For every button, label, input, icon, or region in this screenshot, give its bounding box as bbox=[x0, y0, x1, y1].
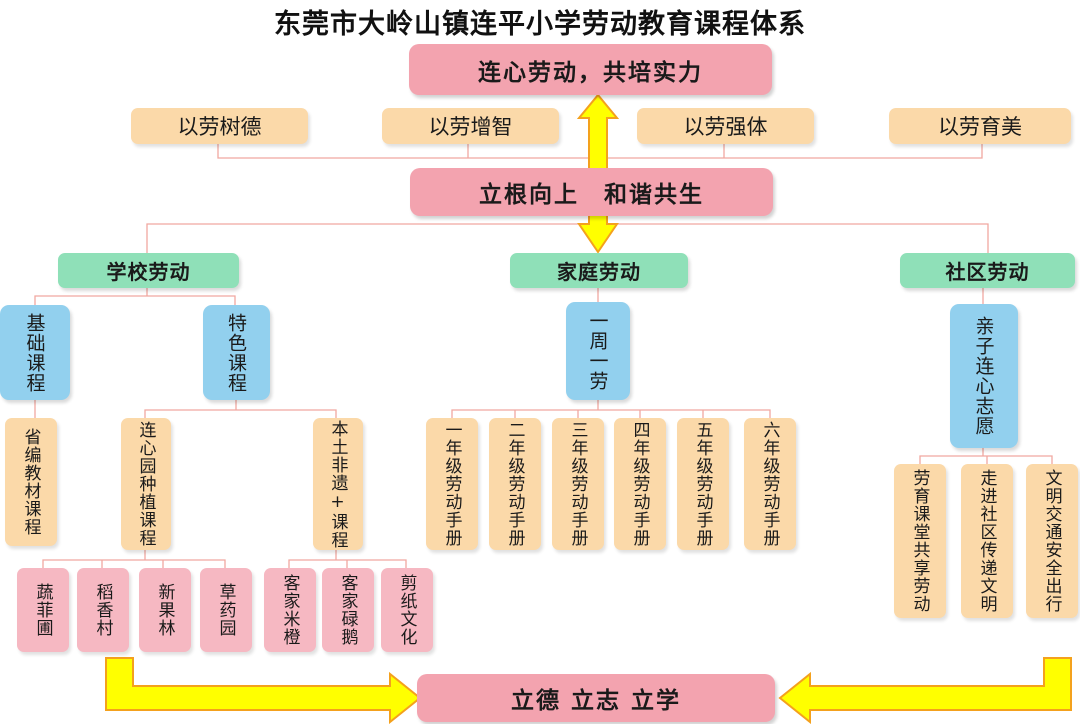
branch-label: 家庭劳动 bbox=[557, 260, 641, 284]
family-program-label: 一周一劳 bbox=[586, 311, 609, 391]
outcome-text: 立德 立志 立学 bbox=[510, 688, 681, 714]
garden-item-label: 蔬菲圃 bbox=[32, 583, 53, 637]
garden-item-2: 稻香村 bbox=[77, 568, 129, 652]
grade-handbook-1: 一年级劳动手册 bbox=[426, 418, 478, 550]
heritage-item-1: 客家米橙 bbox=[264, 568, 316, 652]
value-box-1: 以劳树德 bbox=[131, 108, 308, 144]
value-label: 以劳增智 bbox=[428, 115, 513, 139]
garden-item-label: 草药园 bbox=[215, 583, 236, 637]
garden-item-label: 新果林 bbox=[154, 583, 175, 637]
community-activity-label: 文明交通安全出行 bbox=[1041, 469, 1062, 613]
basic-course-label: 基础课程 bbox=[23, 312, 46, 393]
heritage-course-box: 本土非遗+课程 bbox=[313, 418, 363, 550]
grade-handbook-label: 四年级劳动手册 bbox=[629, 421, 650, 547]
grade-handbook-4: 四年级劳动手册 bbox=[614, 418, 666, 550]
branch-community: 社区劳动 bbox=[900, 253, 1075, 288]
grade-handbook-label: 三年级劳动手册 bbox=[567, 421, 588, 547]
garden-course-box: 连心园种植课程 bbox=[121, 418, 171, 550]
community-activity-1: 劳育课堂共享劳动 bbox=[894, 464, 946, 618]
heritage-item-label: 客家米橙 bbox=[279, 574, 300, 646]
root-text: 立根向上 和谐共生 bbox=[479, 182, 704, 208]
branch-label: 学校劳动 bbox=[106, 260, 191, 284]
garden-item-1: 蔬菲圃 bbox=[17, 568, 69, 652]
heritage-course-label: 本土非遗+课程 bbox=[327, 419, 348, 549]
community-program-label: 亲子连心志愿 bbox=[972, 316, 995, 436]
grade-handbook-2: 二年级劳动手册 bbox=[489, 418, 541, 550]
textbook-course-label: 省编教材课程 bbox=[20, 428, 41, 536]
value-box-3: 以劳强体 bbox=[637, 108, 814, 144]
top-goal-text: 连心劳动，共培实力 bbox=[478, 59, 703, 86]
basic-course-box: 基础课程 bbox=[0, 305, 70, 400]
value-label: 以劳育美 bbox=[938, 115, 1022, 139]
community-activity-label: 劳育课堂共享劳动 bbox=[909, 469, 930, 613]
value-box-4: 以劳育美 bbox=[889, 108, 1071, 144]
community-activity-label: 走进社区传递文明 bbox=[976, 469, 997, 613]
outcome-box: 立德 立志 立学 bbox=[417, 674, 775, 722]
grade-handbook-label: 五年级劳动手册 bbox=[692, 421, 713, 547]
value-label: 以劳强体 bbox=[683, 115, 768, 139]
community-activity-3: 文明交通安全出行 bbox=[1026, 464, 1078, 618]
grade-handbook-label: 六年级劳动手册 bbox=[759, 421, 780, 547]
heritage-item-label: 客家碌鹅 bbox=[337, 574, 358, 646]
textbook-course-box: 省编教材课程 bbox=[5, 418, 57, 546]
special-course-label: 特色课程 bbox=[225, 312, 247, 393]
branch-label: 社区劳动 bbox=[945, 260, 1030, 284]
right-elbow-arrow bbox=[778, 657, 1072, 724]
garden-item-3: 新果林 bbox=[139, 568, 191, 652]
branch-school: 学校劳动 bbox=[58, 253, 239, 288]
grade-handbook-3: 三年级劳动手册 bbox=[552, 418, 604, 550]
root-box: 立根向上 和谐共生 bbox=[410, 168, 773, 216]
top-goal-box: 连心劳动，共培实力 bbox=[409, 44, 772, 95]
garden-item-label: 稻香村 bbox=[92, 583, 113, 637]
garden-item-4: 草药园 bbox=[200, 568, 252, 652]
grade-handbook-6: 六年级劳动手册 bbox=[744, 418, 796, 550]
heritage-item-label: 剪纸文化 bbox=[396, 574, 417, 646]
grade-handbook-label: 一年级劳动手册 bbox=[441, 421, 462, 547]
heritage-item-3: 剪纸文化 bbox=[381, 568, 433, 652]
garden-course-label: 连心园种植课程 bbox=[135, 421, 156, 547]
grade-handbook-label: 二年级劳动手册 bbox=[504, 421, 525, 547]
community-program-box: 亲子连心志愿 bbox=[950, 304, 1018, 448]
heritage-item-2: 客家碌鹅 bbox=[322, 568, 374, 652]
family-program-box: 一周一劳 bbox=[566, 302, 630, 400]
value-label: 以劳树德 bbox=[177, 115, 262, 139]
left-elbow-arrow bbox=[105, 657, 422, 724]
branch-family: 家庭劳动 bbox=[510, 253, 688, 288]
community-activity-2: 走进社区传递文明 bbox=[961, 464, 1013, 618]
special-course-box: 特色课程 bbox=[203, 305, 270, 400]
grade-handbook-5: 五年级劳动手册 bbox=[677, 418, 729, 550]
diagram-title: 东莞市大岭山镇连平小学劳动教育课程体系 bbox=[274, 9, 806, 40]
value-box-2: 以劳增智 bbox=[382, 108, 559, 144]
